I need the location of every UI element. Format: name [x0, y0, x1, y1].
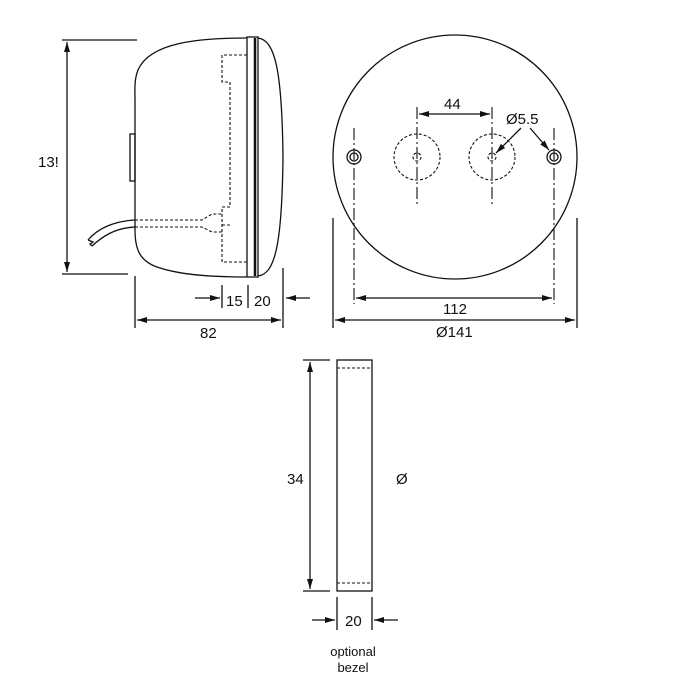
- internal-outline: [221, 54, 247, 263]
- diameter-label: Ø141: [436, 324, 473, 341]
- bezel-ring: [246, 36, 259, 278]
- hidden-hole-right: [487, 152, 497, 162]
- depth-label: 82: [200, 325, 217, 342]
- lamp-circle: [332, 34, 578, 280]
- height-label: 13!: [38, 154, 59, 171]
- hole-spacing-label: 44: [444, 96, 461, 113]
- caption-line1: optional: [330, 644, 376, 659]
- bezel-width-label: 20: [345, 613, 362, 630]
- leader-line: [495, 127, 522, 154]
- front-view: 44 Ø5.5 112 Ø141: [332, 34, 578, 341]
- lens-outline: [257, 37, 284, 277]
- bezel-view: 34 Ø 20 optional bezel: [287, 359, 408, 675]
- hidden-hole-left: [412, 152, 422, 162]
- internal-cable-path: [135, 213, 232, 233]
- dim-20-label: 20: [254, 293, 271, 310]
- bezel-height-label: 34: [287, 471, 304, 488]
- side-view: 13! 82 15 20: [36, 36, 310, 342]
- bezel-profile: [336, 359, 373, 592]
- housing-tab: [129, 133, 136, 182]
- dim-15-label: 15: [226, 293, 243, 310]
- caption-line2: bezel: [337, 660, 368, 675]
- bezel-diameter-label: Ø: [396, 471, 408, 488]
- mount-spacing-label: 112: [443, 301, 467, 318]
- leader-line: [529, 127, 550, 151]
- cable: [87, 219, 136, 247]
- housing-outline: [134, 37, 248, 278]
- hole-diameter-label: Ø5.5: [506, 111, 539, 128]
